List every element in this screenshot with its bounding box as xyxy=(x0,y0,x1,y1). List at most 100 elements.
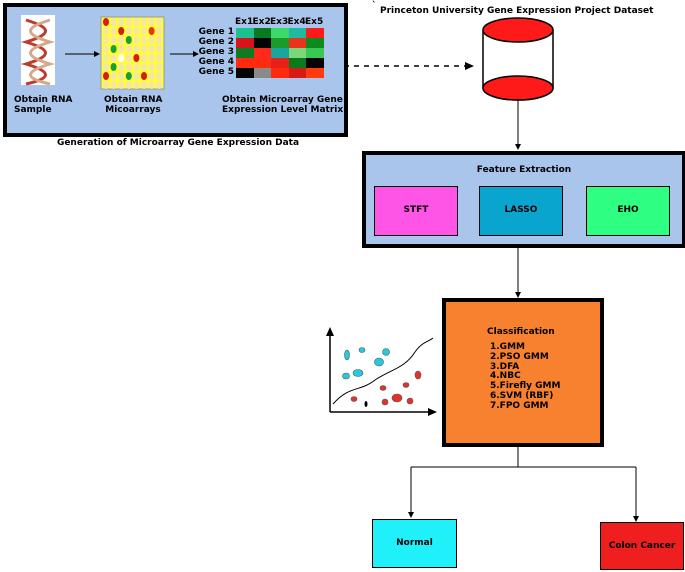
matrix-cell xyxy=(253,58,271,68)
feature-method-box-eho xyxy=(586,186,670,236)
matrix-cell xyxy=(236,28,254,38)
matrix-cell xyxy=(236,58,254,68)
microarray-spot xyxy=(110,36,117,44)
microarray-spot xyxy=(133,36,140,44)
dataset-label: ` xyxy=(372,1,377,11)
matrix-column-header: Ex4 xyxy=(287,17,306,27)
matrix-cell xyxy=(306,68,324,78)
microarray-spot xyxy=(156,36,163,44)
matrix-cell xyxy=(253,38,271,48)
microarray-spot xyxy=(118,36,125,44)
microarray-spot xyxy=(118,72,125,80)
microarray-spot xyxy=(125,18,132,26)
classification-item: 7.FPO GMM xyxy=(490,400,549,411)
microarray-spot xyxy=(148,63,155,71)
feature-method-box-stft xyxy=(374,186,458,236)
matrix-cell xyxy=(288,58,306,68)
microarray-spot xyxy=(133,54,140,62)
microarray-spot xyxy=(125,72,132,80)
database-cylinder-icon xyxy=(482,17,554,101)
microarray-spot xyxy=(156,63,163,71)
matrix-cell xyxy=(271,58,289,68)
microarray-spot xyxy=(141,72,147,80)
microarray-spot xyxy=(125,63,132,71)
microarray-spot xyxy=(103,45,109,53)
classification-item: 3.DFA xyxy=(490,361,520,372)
normal-box xyxy=(372,519,457,568)
matrix-cell xyxy=(306,58,324,68)
classification-title: Classification xyxy=(487,327,555,337)
microarray-spot xyxy=(141,63,147,71)
microarray-spot xyxy=(141,45,147,53)
microarray-spot xyxy=(103,36,109,44)
matrix-row-header: Gene 2 xyxy=(198,37,234,47)
matrix-cell xyxy=(253,48,271,58)
microarray-spot xyxy=(141,81,147,89)
microarray-spot xyxy=(156,45,163,53)
microarray-spot xyxy=(133,81,140,89)
microarray-spot xyxy=(148,18,155,26)
matrix-cell xyxy=(271,48,289,58)
matrix-row-header: Gene 3 xyxy=(198,47,234,57)
classification-item: 6.SVM (RBF) xyxy=(490,390,554,401)
microarray-spot xyxy=(103,63,109,71)
microarray-spot xyxy=(103,27,109,35)
matrix-row-header: Gene 5 xyxy=(198,67,234,77)
feature-extraction-title: Feature Extraction xyxy=(476,165,572,175)
matrix-cell xyxy=(288,28,306,38)
microarray-spot xyxy=(125,27,132,35)
rna-sample-label: Obtain RNA Sample xyxy=(14,95,73,115)
matrix-row-header: Gene 4 xyxy=(198,57,234,67)
feature-method-box-lasso xyxy=(479,186,563,236)
classification-item: 5.Firefly GMM xyxy=(490,381,561,392)
matrix-column-header: Ex3 xyxy=(270,17,289,27)
microarray-spot xyxy=(156,81,163,89)
microarray-spot xyxy=(133,72,140,80)
rna-helix-icon xyxy=(20,15,56,86)
matrix-cell xyxy=(288,48,306,58)
matrix-cell xyxy=(253,28,271,38)
classification-item: 1.GMM xyxy=(490,342,525,352)
matrix-row-header: Gene 1 xyxy=(198,27,234,37)
microarray-spot xyxy=(103,72,109,80)
matrix-cell xyxy=(271,68,289,78)
microarray-spot xyxy=(110,72,117,80)
microarray-chip-icon xyxy=(100,16,165,90)
microarray-spot xyxy=(148,54,155,62)
matrix-cell xyxy=(288,68,306,78)
colon-cancer-label: Colon Cancer xyxy=(608,541,676,551)
matrix-cell xyxy=(236,48,254,58)
microarray-spot xyxy=(141,27,147,35)
microarray-spot xyxy=(133,18,140,26)
normal-label: Normal xyxy=(396,538,433,548)
microarray-spot xyxy=(103,81,109,89)
colon-cancer-box xyxy=(600,522,684,570)
matrix-cell xyxy=(306,48,324,58)
microarray-spot xyxy=(148,72,155,80)
matrix-cell xyxy=(271,38,289,48)
microarray-spot xyxy=(118,45,125,53)
microarray-spot xyxy=(125,36,132,44)
microarray-spot xyxy=(141,18,147,26)
microarray-spot xyxy=(133,27,140,35)
microarray-spot xyxy=(118,27,125,35)
microarray-spot xyxy=(118,63,125,71)
matrix-cell xyxy=(271,28,289,38)
microarray-spot xyxy=(141,54,147,62)
matrix-cell xyxy=(306,28,324,38)
feature-method-label: EHO xyxy=(617,205,639,215)
microarray-spot xyxy=(133,45,140,53)
matrix-cell xyxy=(306,38,324,48)
microarray-spot xyxy=(118,81,125,89)
microarray-spot xyxy=(156,54,163,62)
microarray-spot xyxy=(125,81,132,89)
microarray-spot xyxy=(133,63,140,71)
microarray-spot xyxy=(148,27,155,35)
classification-item: 4.NBC xyxy=(490,371,521,382)
dataset-title: Princeton University Gene Expression Pro… xyxy=(380,6,654,16)
microarray-label: Obtain RNA Micoarrays xyxy=(104,95,163,115)
microarray-spot xyxy=(156,27,163,35)
microarray-spot xyxy=(148,45,155,53)
